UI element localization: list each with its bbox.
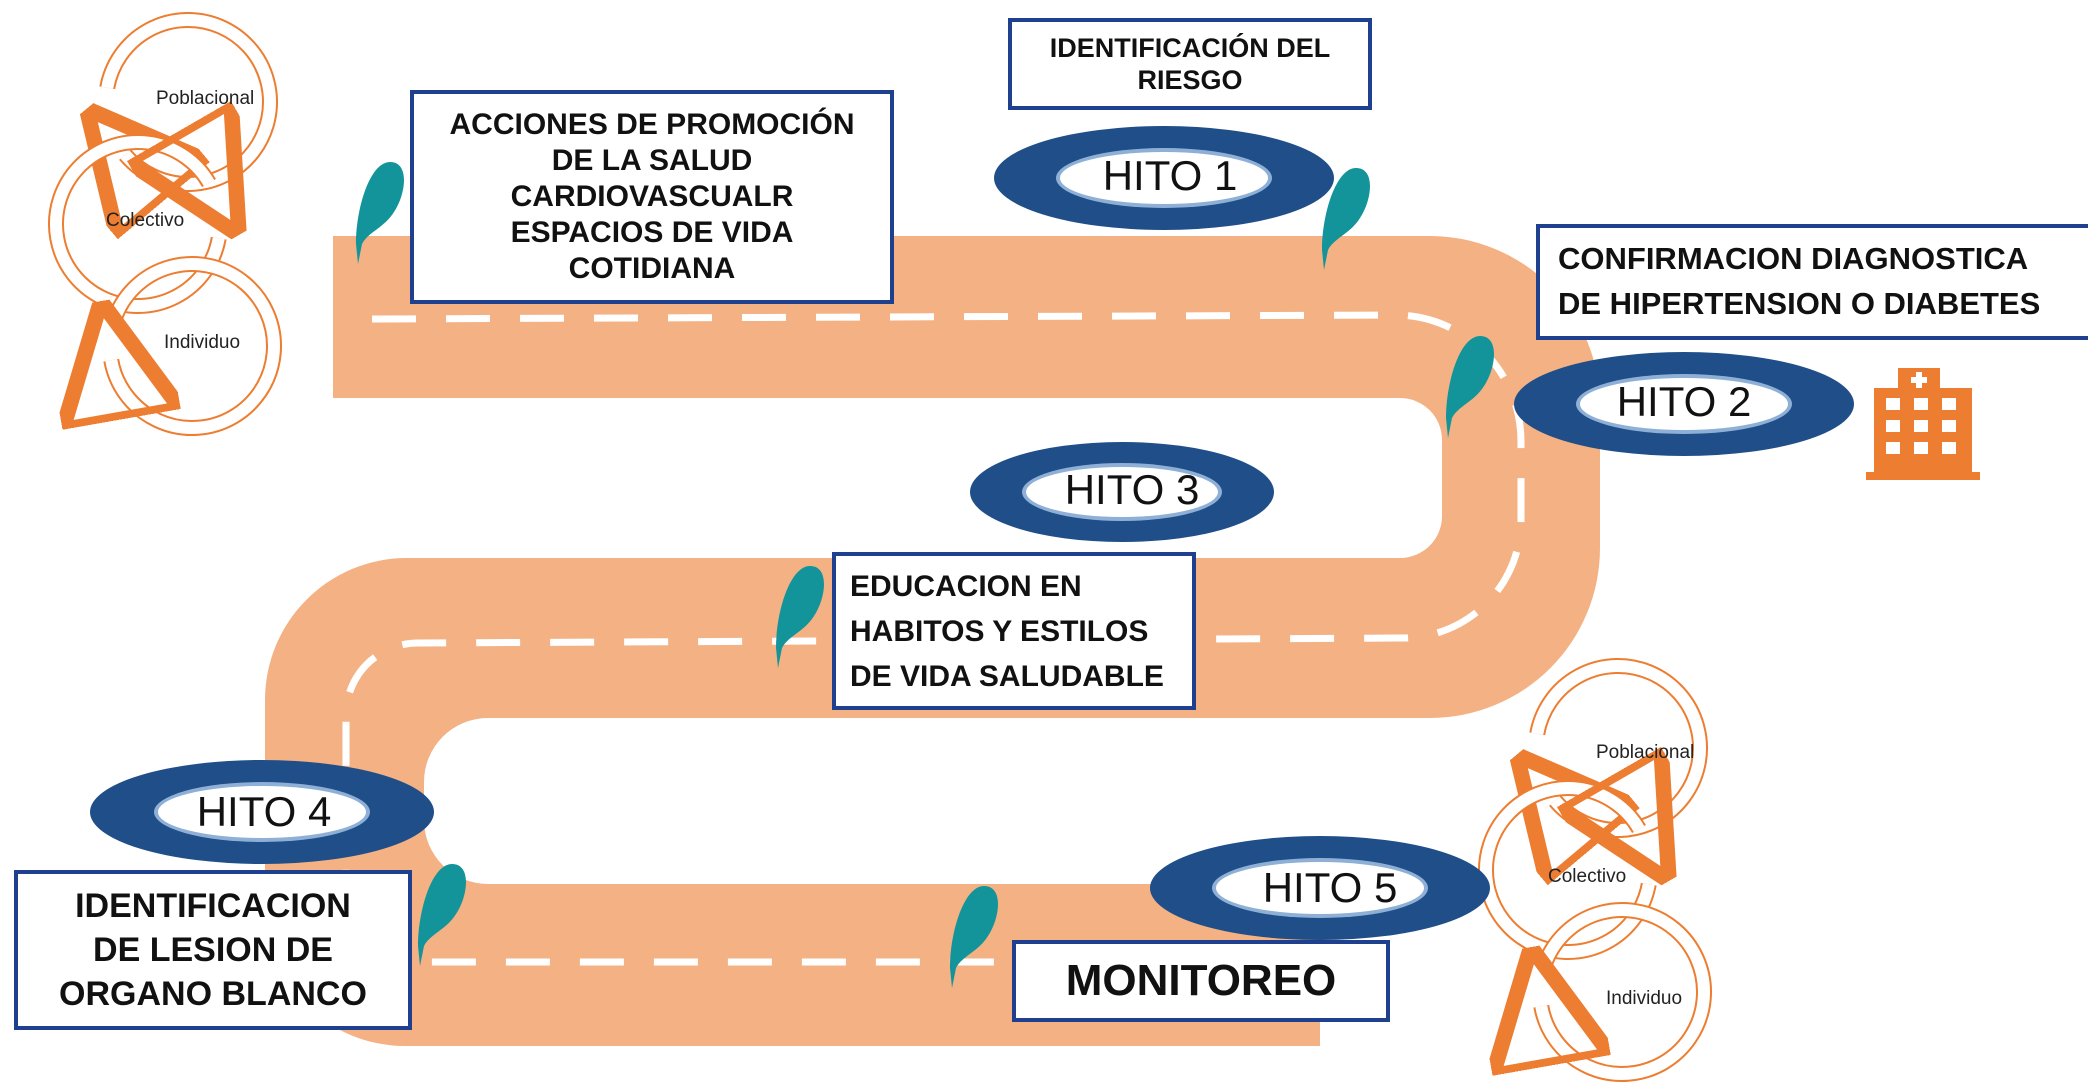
hospital-window — [1886, 420, 1900, 432]
milestone-4-label: HITO 4 — [196, 788, 332, 835]
monitoring-box: MONITOREO — [1012, 940, 1390, 1022]
milestone-4-ring-center — [158, 786, 366, 838]
cycle-1-colectivo-label: Colectivo — [106, 210, 185, 231]
hospital-window — [1886, 442, 1900, 454]
milestone-2-label: HITO 2 — [1616, 378, 1752, 425]
dashed-center-line — [342, 311, 1525, 966]
cycle-2-poblacional-label: Poblacional — [1596, 742, 1695, 763]
risk-identification-box: IDENTIFICACIÓN DEL RIESGO — [1008, 18, 1372, 110]
milestone-1-ring-center — [1060, 152, 1268, 204]
hospital-icon — [1866, 368, 1980, 480]
milestone-rings — [90, 126, 1854, 940]
hospital-window — [1886, 398, 1900, 410]
cycle-2-individuo-label: Individuo — [1606, 988, 1683, 1009]
milestone-5-ring-center — [1216, 862, 1424, 914]
target-organ-lesion-box: IDENTIFICACION DE LESION DE ORGANO BLANC… — [14, 870, 412, 1030]
map-pin-icon — [1446, 336, 1494, 438]
education-box: EDUCACION EN HABITOS Y ESTILOS DE VIDA S… — [832, 552, 1196, 710]
map-pin-icon — [356, 162, 404, 264]
diagnostic-confirmation-box: CONFIRMACION DIAGNOSTICA DE HIPERTENSION… — [1536, 224, 2088, 340]
cycle-1-poblacional-label: Poblacional — [156, 88, 255, 109]
milestone-5-label: HITO 5 — [1262, 864, 1398, 911]
map-pin-icon — [776, 566, 824, 668]
map-pin-icon — [1322, 168, 1370, 270]
milestone-3-label: HITO 3 — [1064, 466, 1200, 513]
hospital-window — [1914, 398, 1928, 410]
cycle-2-curved-arrow-icon-2 — [1541, 904, 1710, 1080]
cycle-1-curved-arrow-icon-2 — [111, 258, 280, 434]
hospital-window — [1914, 420, 1928, 432]
cycle-arrows — [48, 12, 1712, 1082]
milestone-2-ring-center — [1580, 378, 1788, 430]
promotion-actions-box: ACCIONES DE PROMOCIÓN DE LA SALUD CARDIO… — [410, 90, 894, 304]
hospital-window — [1942, 442, 1956, 454]
hospital-window — [1914, 442, 1928, 454]
cycle-2-colectivo-label: Colectivo — [1548, 866, 1627, 887]
hospital-window — [1942, 398, 1956, 410]
milestone-3-ring-center — [1026, 467, 1218, 517]
cycle-1-individuo-label: Individuo — [164, 332, 241, 353]
map-pin-icon — [418, 864, 466, 966]
hospital-window — [1942, 420, 1956, 432]
map-pin-icon — [950, 886, 998, 988]
hospital-cross-h — [1911, 377, 1927, 383]
hospital-base — [1866, 472, 1980, 480]
map-pins — [356, 162, 1494, 988]
road-center-line — [342, 311, 1525, 966]
milestone-1-label: HITO 1 — [1102, 152, 1238, 199]
